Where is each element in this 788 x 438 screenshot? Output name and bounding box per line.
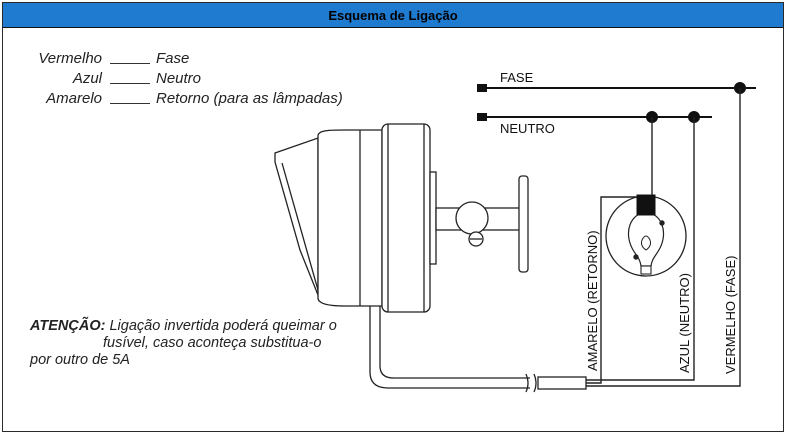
legend-dash [110, 63, 150, 64]
vermelho-wire-label: VERMELHO (FASE) [723, 256, 738, 374]
legend-row: Vermelho Fase [0, 50, 400, 70]
legend-dash [110, 83, 150, 84]
legend-meaning: Fase [156, 50, 190, 67]
fixture-cable [369, 306, 530, 389]
fixture-visor-edge [281, 162, 319, 291]
amarelo-wire [586, 196, 637, 384]
warning-text: Ligação invertida poderá queimar o [109, 318, 337, 334]
azul-wire [586, 117, 695, 381]
bulb-filament [641, 235, 651, 251]
wires [586, 88, 741, 387]
warning-text: fusível, caso aconteça substitua-o [103, 335, 322, 351]
legend-row: Azul Neutro [0, 70, 400, 90]
bulb-base [640, 265, 652, 275]
mount-knuckle [455, 201, 489, 235]
supply-buses [477, 82, 756, 123]
fixture-rear-cap [381, 123, 431, 313]
fixture-cable [379, 306, 530, 379]
lamp-terminal [633, 254, 639, 260]
warning-label: ATENÇÃO: [30, 318, 106, 334]
color-legend: Vermelho Fase Azul Neutro Amarelo Retorn… [0, 50, 400, 110]
lamp-terminal [659, 220, 665, 226]
lamp-symbol [605, 194, 687, 277]
amarelo-wire-label: AMARELO (RETORNO) [585, 230, 600, 371]
legend-color: Azul [72, 70, 102, 87]
azul-wire-label: AZUL (NEUTRO) [677, 273, 692, 373]
legend-meaning: Retorno (para as lâmpadas) [156, 90, 343, 107]
legend-color: Vermelho [38, 50, 102, 67]
legend-dash [110, 103, 150, 104]
cable-sheath-end [537, 376, 587, 390]
warning-text: por outro de 5A [30, 352, 130, 368]
legend-meaning: Neutro [156, 70, 202, 87]
fase-bus-end [477, 84, 487, 92]
neutro-bus-end [477, 113, 487, 121]
panel-title: Esquema de Ligação [3, 3, 783, 28]
legend-color: Amarelo [46, 90, 102, 107]
cable-break-mark [525, 373, 529, 393]
cable-break-mark [533, 373, 537, 393]
vermelho-wire [586, 88, 741, 387]
legend-row: Amarelo Retorno (para as lâmpadas) [0, 90, 400, 110]
fixture-flange [429, 171, 437, 265]
mount-bracket [518, 175, 529, 273]
warning-note: ATENÇÃO: Ligação invertida poderá queima… [30, 318, 360, 369]
fixture-body [317, 129, 383, 307]
fase-bus-label: FASE [500, 70, 534, 85]
neutro-bus-label: NEUTRO [500, 121, 555, 136]
lamp-socket [636, 194, 656, 216]
photocell-fixture-drawing [274, 123, 587, 393]
